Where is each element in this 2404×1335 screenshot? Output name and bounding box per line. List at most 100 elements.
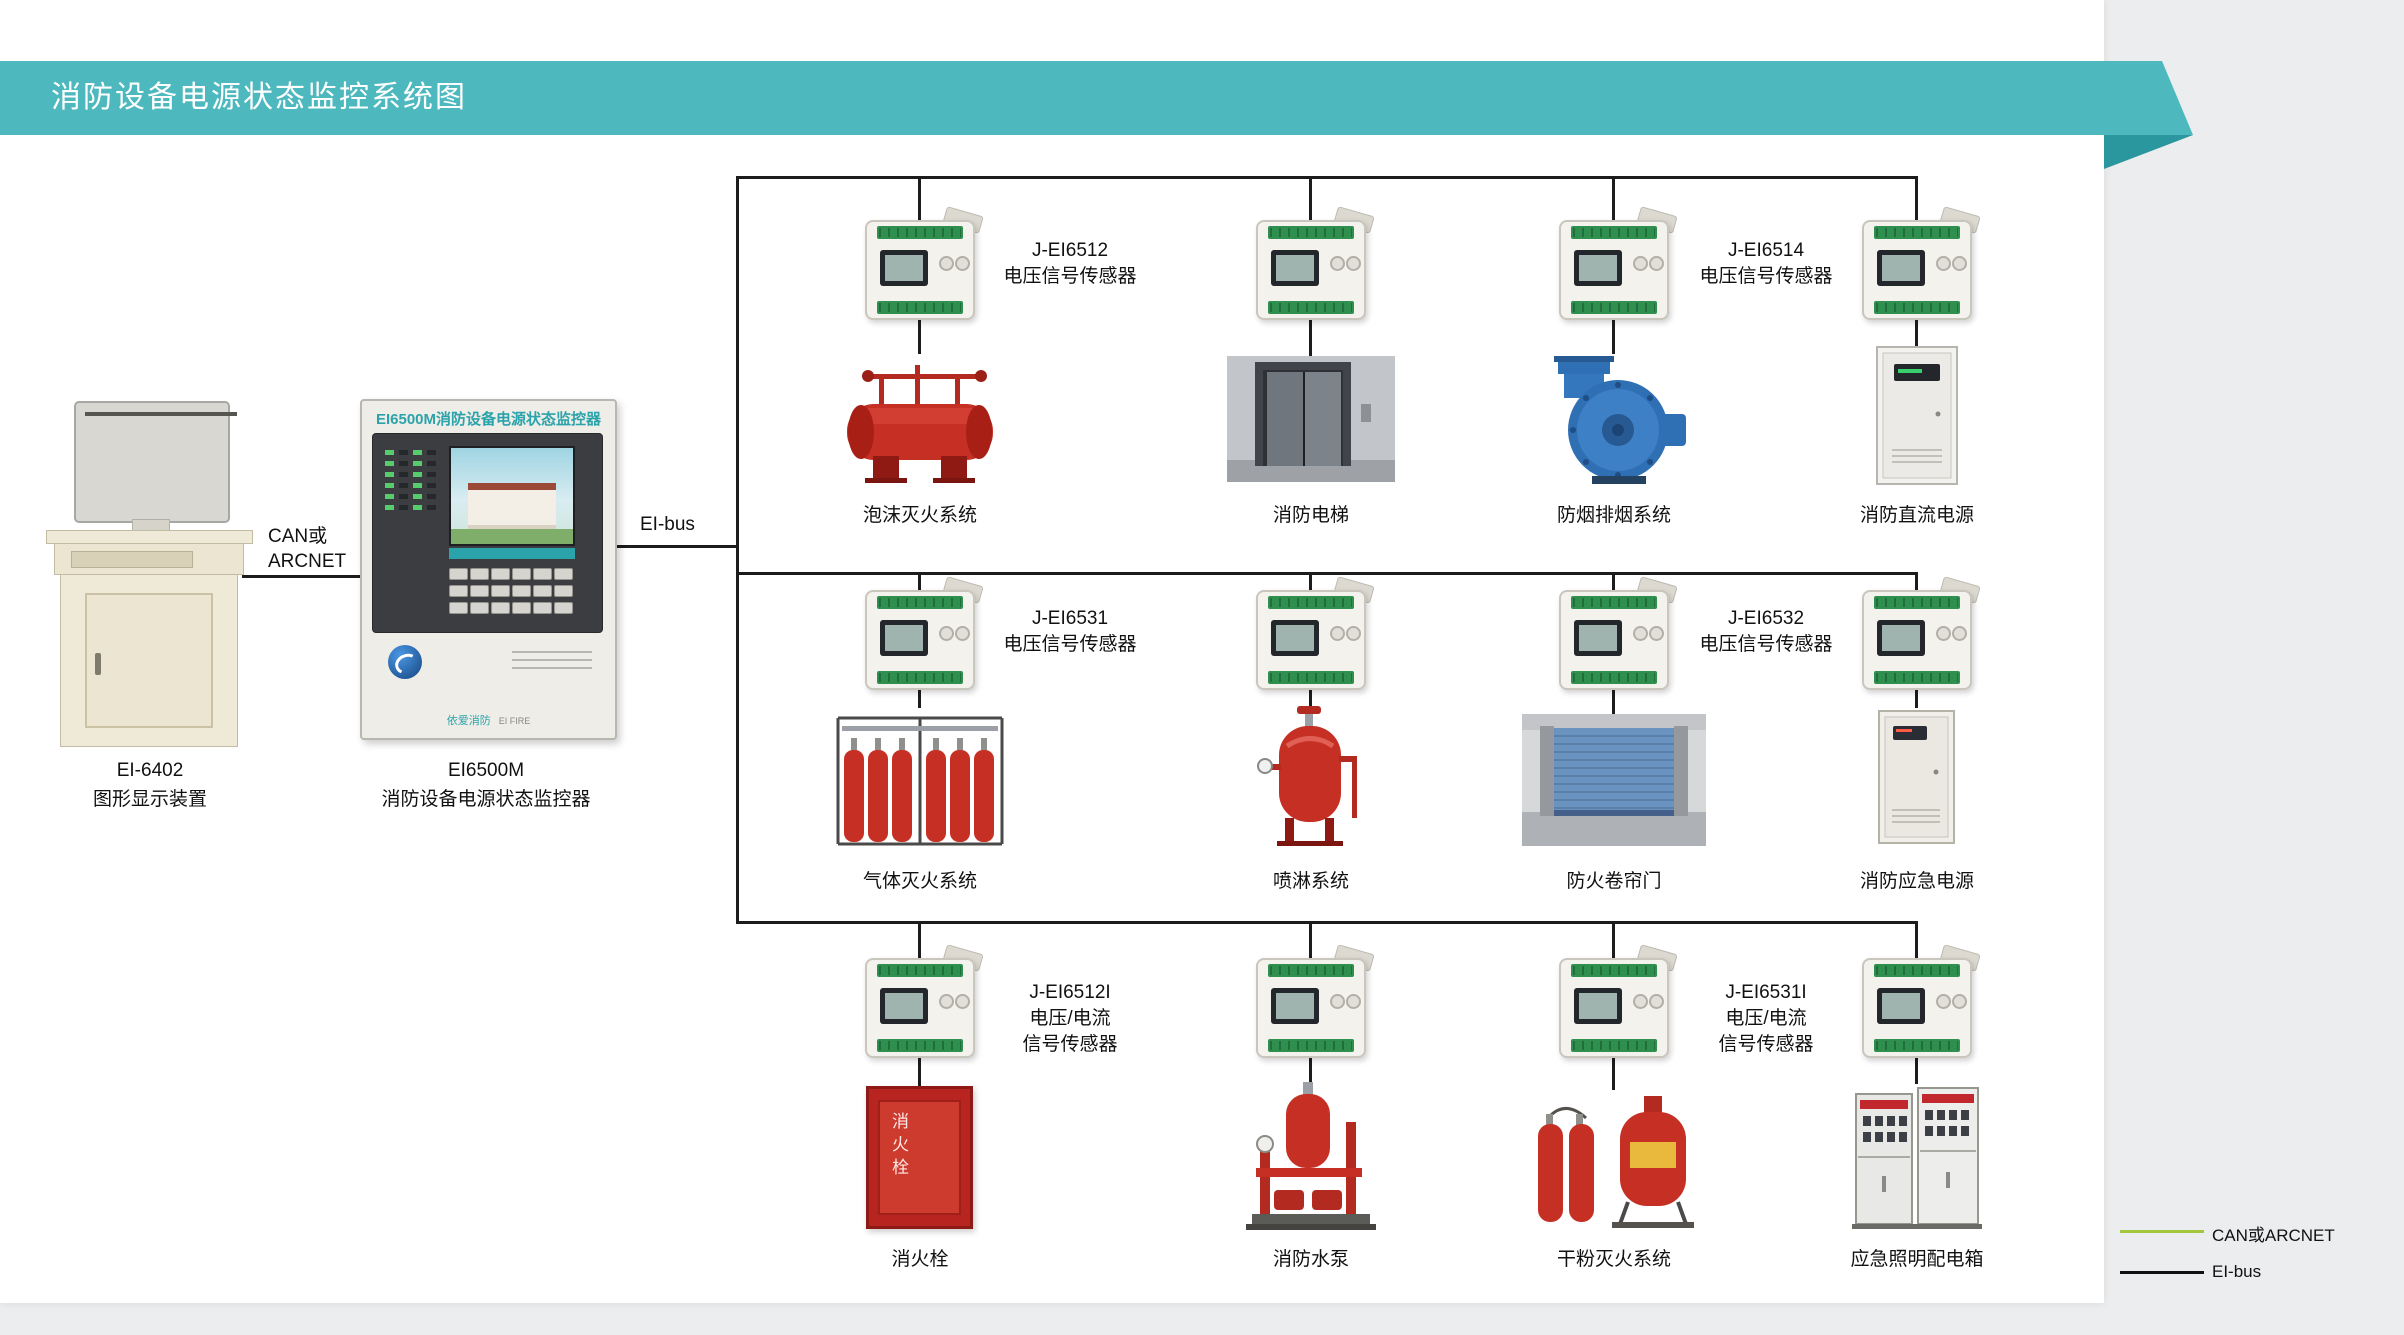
hydrant-door-text: 消火栓 — [889, 1112, 908, 1181]
workstation-model: EI-6402 — [116, 760, 184, 781]
caption-hydrant: 消火栓 — [891, 1249, 949, 1270]
sensor-lcd — [880, 988, 928, 1024]
legend-eibus-line — [2120, 1271, 2204, 1274]
row3-bus — [736, 921, 1918, 924]
sensor-lcd — [1271, 250, 1319, 286]
page-title: 消防设备电源状态监控系统图 — [51, 81, 467, 114]
caption-sprinkler: 喷淋系统 — [1272, 871, 1350, 892]
dc-power-cabinet-photo — [1874, 344, 1960, 487]
controller-keypad — [449, 568, 577, 614]
sensor-r2c1 — [865, 576, 984, 690]
equip-drop-r2c2 — [1309, 688, 1312, 706]
legend-can-label: CAN或ARCNET — [2212, 1226, 2335, 1245]
sensor-body — [865, 220, 975, 320]
equip-drop-r3c3 — [1612, 1056, 1615, 1090]
sensor-r2c3 — [1559, 576, 1678, 690]
sensor-r1c1 — [865, 206, 984, 320]
sensor-body — [1862, 220, 1972, 320]
diagram-canvas — [0, 0, 2104, 1303]
workstation-monitor — [74, 401, 237, 523]
eibus-wire-label: EI-bus — [640, 514, 695, 535]
equip-drop-r3c2 — [1309, 1056, 1312, 1082]
emergency-power-cabinet-photo — [1876, 708, 1957, 846]
sensor-body — [1862, 590, 1972, 690]
workstation-name: 图形显示装置 — [92, 789, 208, 811]
sensor-body — [1559, 590, 1669, 690]
caption-gas-system: 气体灭火系统 — [862, 871, 978, 892]
sensor-drop-r2c1 — [918, 572, 921, 592]
sensor-r2c2 — [1256, 576, 1375, 690]
equip-drop-r1c4 — [1915, 318, 1918, 346]
keyboard — [71, 551, 193, 568]
lighting-distribution-box-photo — [1852, 1084, 1982, 1230]
brand-cn: 依爱消防 — [446, 715, 491, 727]
equip-drop-r1c3 — [1612, 318, 1615, 354]
controller-screen-bar — [449, 548, 575, 559]
sensor-body — [865, 590, 975, 690]
sensor-r2c4 — [1862, 576, 1981, 690]
sensor-body — [1559, 220, 1669, 320]
door-handle — [95, 652, 101, 675]
sensor-drop-r1c2 — [1309, 176, 1312, 222]
row1-bus — [736, 176, 1918, 179]
dry-powder-system-photo — [1526, 1090, 1702, 1228]
sensor-r3c3 — [1559, 944, 1678, 1058]
caption-dc-power: 消防直流电源 — [1859, 505, 1975, 526]
sensor-drop-r2c2 — [1309, 572, 1312, 592]
sensor-drop-r1c1 — [918, 176, 921, 222]
controller-screen — [449, 446, 575, 546]
sensor-body — [1256, 220, 1366, 320]
can-arcnet-label: CAN或 ARCNET — [268, 526, 347, 572]
sensor-r3c4 — [1862, 944, 1981, 1058]
sensor-drop-r1c3 — [1612, 176, 1615, 222]
controller-led-grid — [385, 450, 436, 510]
power-monitor-controller: EI6500M消防设备电源状态监控器 依爱消防 EI FIRE — [360, 399, 617, 740]
equip-drop-r2c1 — [918, 688, 921, 708]
workstation-screen — [85, 412, 237, 416]
sensor-body — [865, 958, 975, 1058]
banner-fold — [2104, 135, 2193, 169]
sensor-lcd — [1877, 988, 1925, 1024]
foam-system-photo — [835, 352, 1005, 488]
sensor-r1c2 — [1256, 206, 1375, 320]
sensor-lcd — [880, 620, 928, 656]
controller-logo-icon — [388, 645, 422, 679]
controller-name: 消防设备电源状态监控器 — [381, 789, 591, 811]
graphic-display-workstation — [46, 399, 253, 751]
controller-header-text: EI6500M消防设备电源状态监控器 — [375, 411, 602, 428]
sensor-lcd — [880, 250, 928, 286]
sensor-lcd — [1271, 620, 1319, 656]
eibus-link-wire — [613, 545, 739, 548]
fire-elevator-photo — [1227, 356, 1395, 482]
equip-drop-r1c1 — [918, 318, 921, 354]
legend-eibus-label: EI-bus — [2212, 1262, 2262, 1281]
sensor-lcd — [1574, 250, 1622, 286]
controller-model: EI6500M — [447, 760, 525, 781]
workstation-label: EI-6402 图形显示装置 — [93, 756, 207, 815]
caption-fire-shutter: 防火卷帘门 — [1566, 871, 1662, 892]
sensor-drop-r3c1 — [918, 921, 921, 960]
equip-drop-r2c3 — [1612, 688, 1615, 714]
caption-lighting-box: 应急照明配电箱 — [1850, 1249, 1984, 1270]
hydrant-cabinet-photo: 消火栓 — [866, 1086, 973, 1229]
row2-bus — [736, 572, 1918, 575]
cabinet-door — [85, 593, 213, 728]
equip-drop-r1c2 — [1309, 318, 1312, 358]
caption-fire-elevator: 消防电梯 — [1272, 505, 1350, 526]
caption-emergency-power: 消防应急电源 — [1859, 871, 1975, 892]
sensor-drop-r2c4 — [1915, 572, 1918, 592]
sensor-lcd — [1877, 250, 1925, 286]
main-bus-vertical — [736, 176, 739, 924]
sensor-lcd — [1574, 620, 1622, 656]
sensor-lcd — [1877, 620, 1925, 656]
controller-vents — [512, 651, 592, 675]
controller-brand: 依爱消防 EI FIRE — [362, 712, 615, 728]
sprinkler-tank-photo — [1253, 704, 1368, 848]
brand-en: EI FIRE — [498, 716, 531, 726]
